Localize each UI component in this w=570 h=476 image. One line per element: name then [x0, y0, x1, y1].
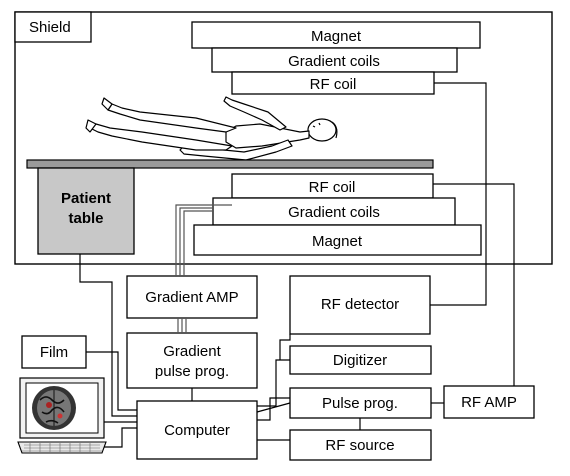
- wire-detector-to-digitizer: [279, 334, 291, 360]
- lower-gradient-coils-label: Gradient coils: [288, 204, 380, 221]
- gradient-amp-box: [126, 275, 258, 319]
- rf-source-label: RF source: [325, 437, 394, 454]
- wire-table-to-computer: [79, 254, 137, 417]
- patient-table-label-line2: table: [68, 210, 103, 227]
- patient-figure-icon: [85, 96, 338, 161]
- lower-rf-coil-label: RF coil: [309, 179, 356, 196]
- computer-monitor-icon: [19, 377, 105, 439]
- keyboard-icon: [17, 441, 107, 454]
- computer-box: [136, 400, 258, 460]
- upper-gradient-coils-box: [211, 47, 458, 73]
- computer-label: Computer: [164, 422, 230, 439]
- wire-gradient-3: [183, 210, 213, 276]
- wire-keyboard-to-computer: [104, 427, 137, 448]
- gradient-pulse-prog-line2: pulse prog.: [155, 363, 229, 380]
- film-label: Film: [40, 344, 68, 361]
- connection-wires: [79, 82, 515, 448]
- gradient-amp-label: Gradient AMP: [145, 289, 238, 306]
- lower-gradient-coils-box: [212, 197, 456, 226]
- film-box: [21, 335, 87, 369]
- shield-label: Shield: [29, 19, 71, 36]
- wire-gradient-1: [175, 204, 232, 276]
- shield-label-box: [14, 11, 92, 43]
- gradient-pulse-prog-box: [126, 332, 258, 389]
- wire-pulseprog-to-computer: [256, 402, 291, 413]
- rf-amp-box: [443, 385, 535, 419]
- patient-table-top: [26, 159, 434, 169]
- digitizer-label: Digitizer: [333, 352, 387, 369]
- lower-magnet-label: Magnet: [312, 233, 363, 250]
- wire-digitizer-to-computer: [257, 359, 290, 407]
- lower-magnet-box: [193, 224, 482, 256]
- wire-gradient-2: [179, 207, 213, 276]
- brain-scan-icon: [32, 386, 76, 430]
- upper-magnet-label: Magnet: [311, 28, 362, 45]
- patient-table-label-line1: Patient: [61, 190, 111, 207]
- pulse-prog-box: [289, 387, 432, 419]
- upper-rf-coil-label: RF coil: [310, 76, 357, 93]
- wire-film-to-computer: [86, 351, 137, 411]
- rf-detector-label: RF detector: [321, 296, 399, 313]
- shield-enclosure: [14, 11, 553, 265]
- patient-table-base: [37, 167, 135, 255]
- gradient-pulse-prog-line1: Gradient: [163, 343, 221, 360]
- pulse-prog-label: Pulse prog.: [322, 395, 398, 412]
- wire-lower-rfcoil-to-rfamp: [433, 183, 515, 386]
- rf-amp-label: RF AMP: [461, 394, 517, 411]
- upper-gradient-coils-label: Gradient coils: [288, 53, 380, 70]
- wire-computer-to-pulseprog-top: [257, 397, 290, 421]
- rf-source-box: [289, 429, 432, 461]
- rf-detector-box: [289, 275, 431, 335]
- wire-upper-rfcoil-to-detector: [430, 82, 487, 306]
